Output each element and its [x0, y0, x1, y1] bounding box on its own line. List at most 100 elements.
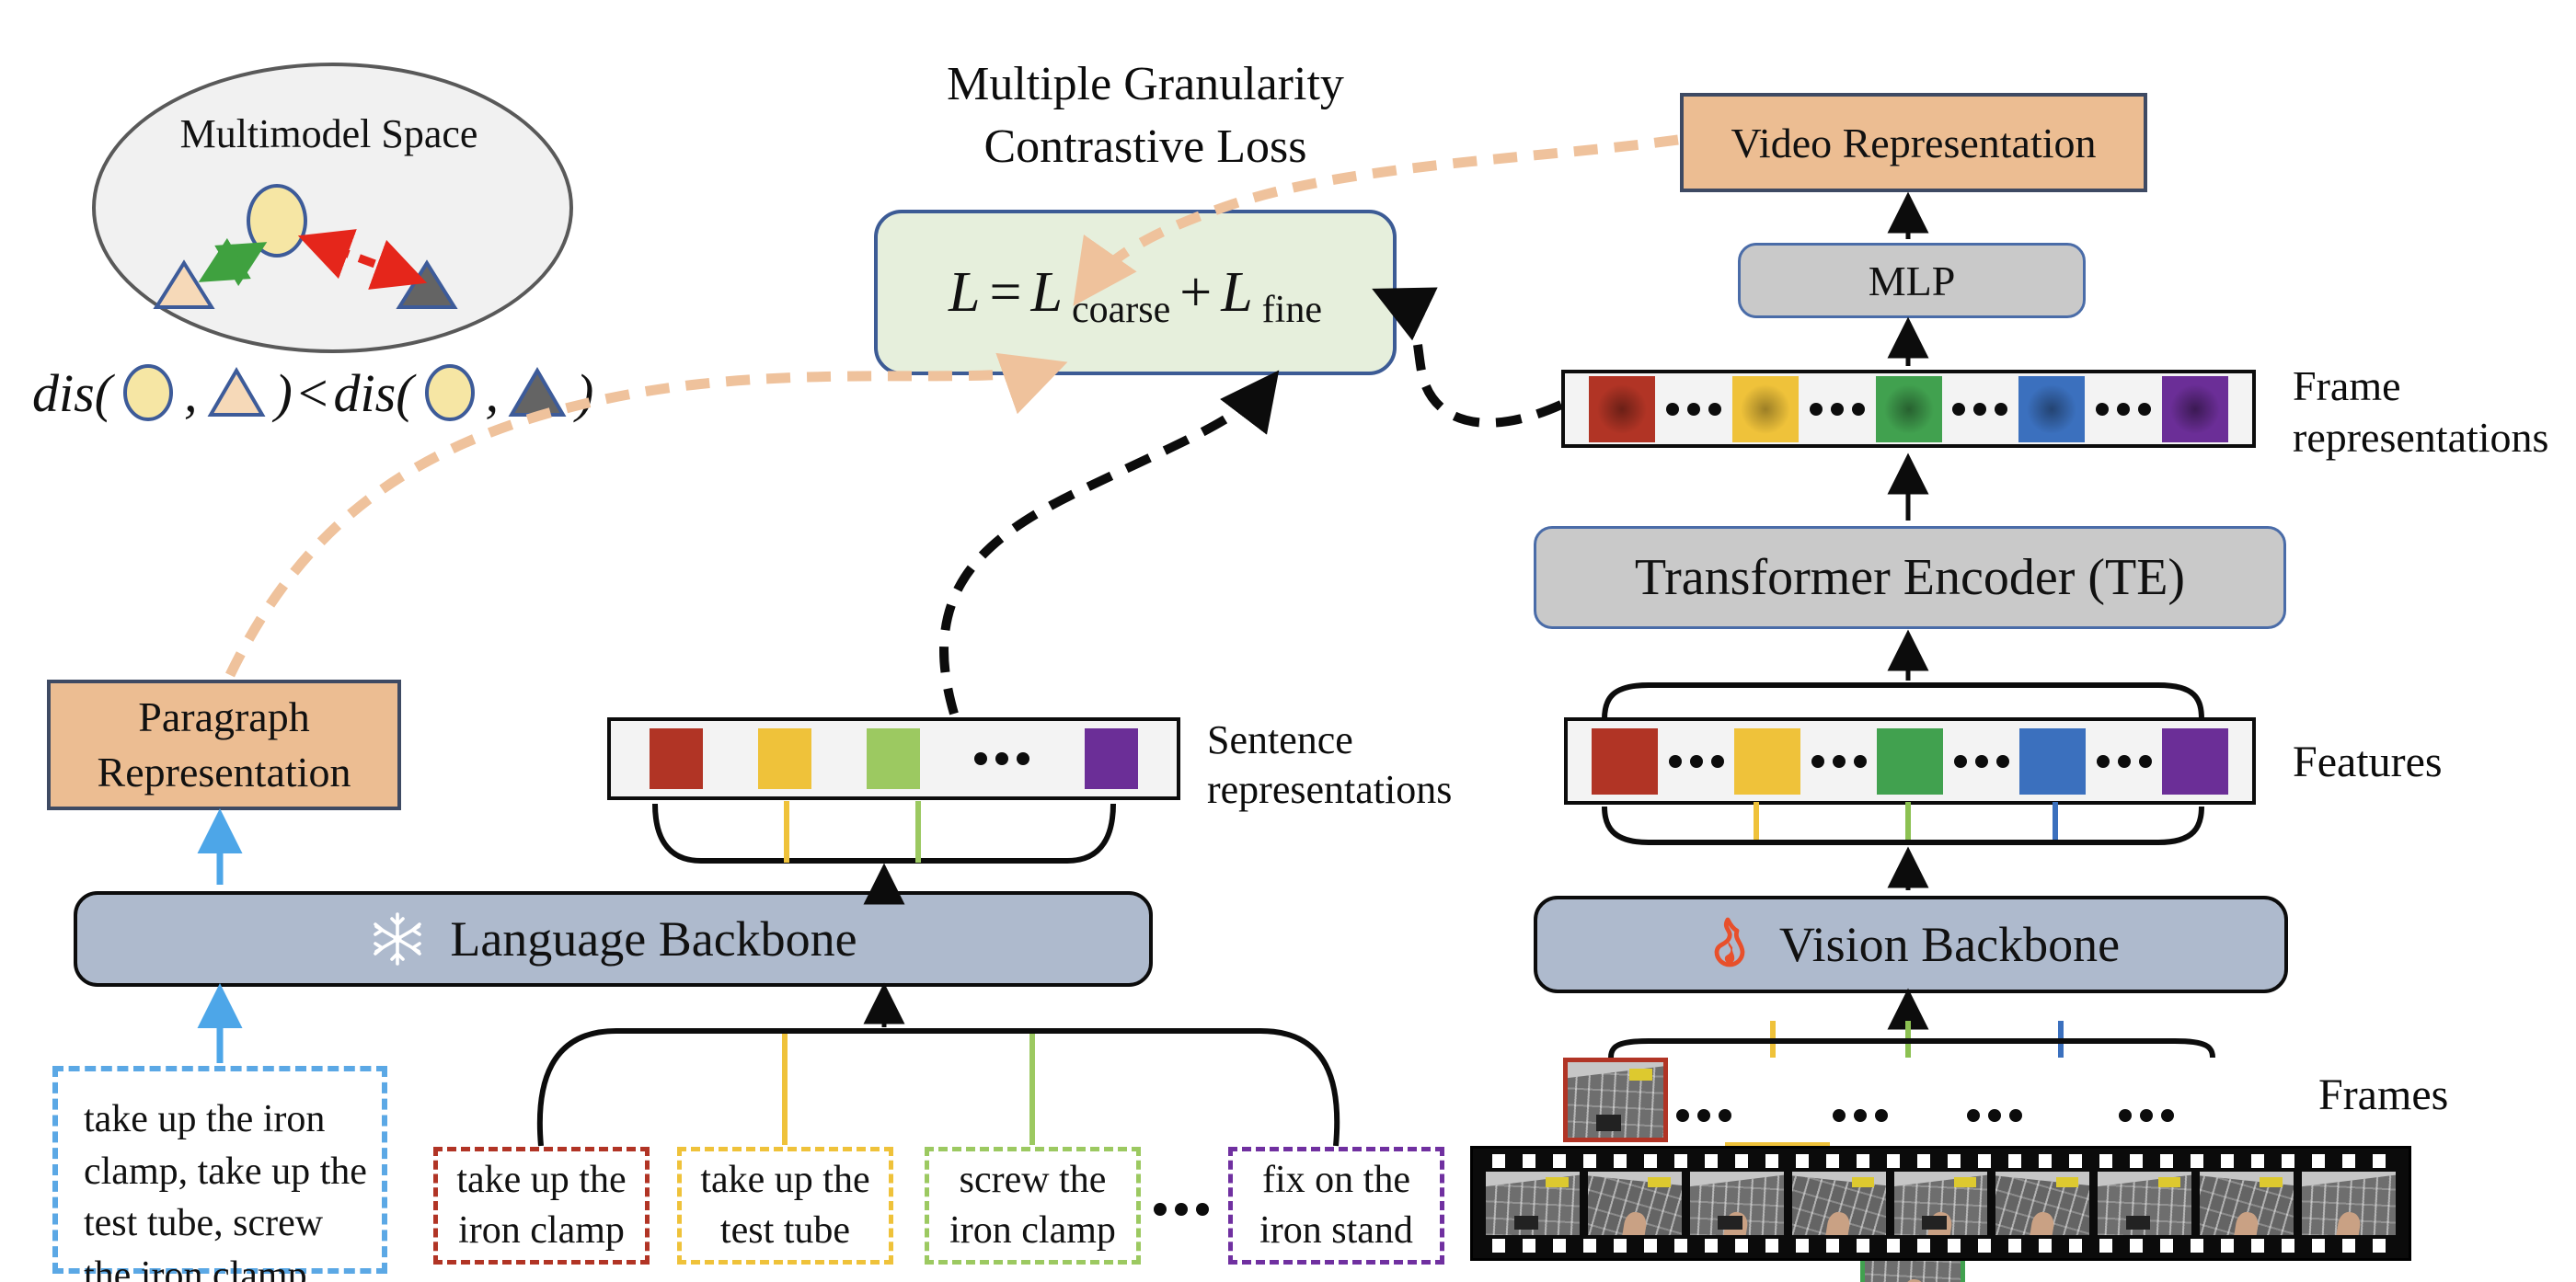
ellipsis-dots	[2096, 402, 2152, 416]
film-frame	[1791, 1172, 1886, 1235]
ellipsis-dots	[1967, 1109, 2022, 1122]
transformer-encoder-box: Transformer Encoder (TE)	[1534, 526, 2286, 629]
comma-2: ,	[485, 362, 500, 423]
sentence-token-yellow	[757, 728, 811, 789]
film-frame	[2098, 1172, 2192, 1235]
dis-text-1: dis(	[32, 362, 112, 423]
sentence-representations-row	[607, 717, 1180, 800]
circle-icon	[424, 364, 475, 421]
frame-representations-row	[1561, 370, 2256, 448]
ellipsis-dots	[2119, 1109, 2174, 1122]
ellipsis-dots	[1668, 754, 1724, 768]
dark-triangle-icon	[508, 367, 567, 417]
film-frames	[1486, 1172, 2397, 1235]
distance-formula: dis( , ) < dis( , )	[32, 361, 593, 425]
features-label: Features	[2293, 738, 2443, 786]
sentence-reps-line2: representations	[1207, 766, 1453, 812]
paragraph-representation-box: Paragraph Representation	[47, 680, 401, 810]
ellipsis-dots	[1811, 754, 1867, 768]
features-lower-bracket	[1602, 806, 2204, 845]
dis-text-2: dis(	[333, 362, 414, 423]
film-frame	[2200, 1172, 2294, 1235]
vision-backbone-label: Vision Backbone	[1778, 917, 2121, 972]
frame-token-blue	[2018, 375, 2086, 442]
black-arrow-sentencereps-to-loss	[939, 370, 1280, 715]
sentence-token-purple	[1085, 728, 1138, 789]
sentence-reps-bracket	[652, 803, 1116, 864]
multimodal-space-label: Multimodel Space	[179, 111, 478, 156]
frame-thumbnail-red	[1563, 1058, 1668, 1142]
frame-token-purple	[2162, 375, 2228, 442]
ellipsis-dots	[1952, 402, 2008, 416]
paragraph-text-box: take up the iron clamp, take up the test…	[52, 1066, 387, 1282]
ellipsis-dots	[974, 752, 1030, 765]
language-backbone-label: Language Backbone	[450, 911, 857, 967]
loss-fine-sub: fine	[1261, 288, 1322, 331]
frames-bracket	[1608, 1038, 2215, 1059]
frames-label: Frames	[2318, 1070, 2449, 1119]
close-paren-2: )	[576, 362, 594, 423]
frame-token-green	[1875, 375, 1942, 442]
video-representation-label: Video Representation	[1731, 119, 2097, 166]
film-frame	[1689, 1172, 1784, 1235]
film-strip	[1470, 1146, 2411, 1261]
sentence-token-green	[866, 728, 920, 789]
sentence-text: fix on the iron stand	[1259, 1158, 1413, 1252]
feature-token-green	[1877, 727, 1943, 795]
light-triangle-icon	[207, 367, 265, 417]
sentence-box-yellow: take up the test tube	[677, 1147, 893, 1265]
close-paren-1: )	[274, 362, 293, 423]
paragraph-text: take up the iron clamp, take up the test…	[84, 1098, 367, 1282]
video-representation-box: Video Representation	[1680, 93, 2147, 192]
frame-token-red	[1589, 375, 1655, 442]
sentence-token-red	[650, 728, 703, 789]
comma-1: ,	[184, 362, 198, 423]
film-sprocket-holes-bottom	[1484, 1239, 2398, 1253]
sentence-text: take up the iron clamp	[456, 1158, 627, 1252]
film-frame	[2302, 1172, 2397, 1235]
sentence-reps-line1: Sentence	[1207, 717, 1353, 762]
film-frame	[1995, 1172, 2090, 1235]
ellipsis-dots	[1833, 1109, 1888, 1122]
language-backbone-box: Language Backbone	[74, 891, 1153, 987]
features-row	[1564, 717, 2256, 805]
loss-coarse-sub: coarse	[1071, 288, 1171, 331]
feature-token-red	[1592, 727, 1658, 795]
sentence-boxes-bracket	[536, 1028, 1340, 1147]
plus-sign: +	[1179, 260, 1213, 324]
transformer-encoder-label: Transformer Encoder (TE)	[1634, 549, 2186, 606]
negative-triangle	[396, 259, 458, 309]
sentence-text: take up the test tube	[700, 1158, 870, 1252]
frame-representations-label: Frame representations	[2293, 361, 2548, 464]
loss-lhs: L	[949, 260, 981, 324]
circle-icon	[123, 364, 173, 421]
frame-reps-line1: Frame	[2293, 362, 2401, 409]
snowflake-icon	[374, 912, 422, 966]
ellipsis-dots	[1665, 402, 1721, 416]
features-upper-bracket	[1602, 682, 2204, 720]
frame-token-yellow	[1731, 375, 1799, 442]
feature-token-purple	[2162, 727, 2228, 795]
less-than: <	[297, 362, 328, 423]
sentence-representations-label: Sentence representations	[1207, 715, 1452, 814]
title-line-2: Contrastive Loss	[983, 120, 1307, 173]
paragraph-rep-line1: Paragraph	[138, 693, 310, 741]
sentence-box-red: take up the iron clamp	[433, 1147, 650, 1265]
film-sprocket-holes-top	[1484, 1154, 2398, 1168]
black-arrow-framereps-to-loss	[1372, 287, 1564, 428]
flame-icon	[1714, 917, 1745, 967]
film-frame	[1486, 1172, 1580, 1235]
feature-token-blue	[2019, 727, 2086, 795]
diagram-title: Multiple Granularity Contrastive Loss	[902, 53, 1389, 177]
ellipsis-dots	[1953, 754, 2009, 768]
positive-triangle	[153, 259, 215, 309]
paragraph-rep-line2: Representation	[97, 749, 351, 796]
anchor-circle	[247, 184, 307, 258]
title-line-1: Multiple Granularity	[947, 58, 1344, 110]
frame-reps-line2: representations	[2293, 414, 2549, 462]
vision-backbone-box: Vision Backbone	[1534, 896, 2288, 993]
feature-token-yellow	[1734, 727, 1800, 795]
sentence-text: screw the iron clamp	[949, 1158, 1116, 1252]
